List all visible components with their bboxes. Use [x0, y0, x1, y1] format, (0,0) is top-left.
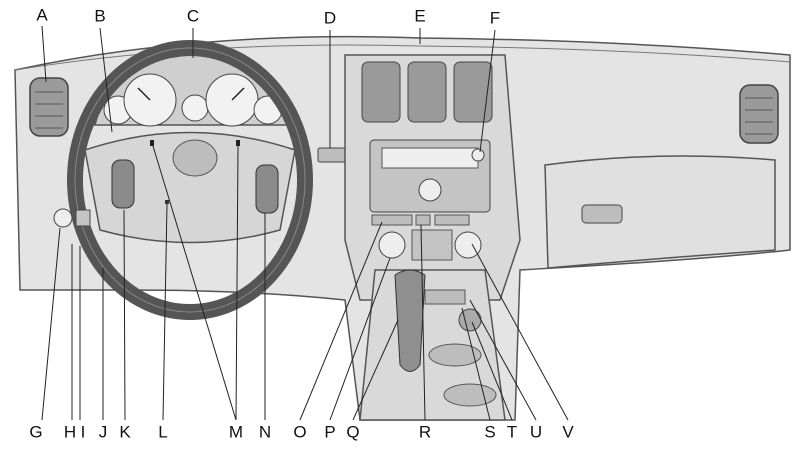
callout-r: R	[419, 422, 431, 441]
instrument-cluster	[94, 54, 292, 127]
callout-labels: A B C D E F G H I J K L M N O P Q R S T …	[29, 5, 574, 441]
right-air-vent	[739, 84, 779, 144]
center-console	[359, 269, 506, 421]
leader-u	[469, 299, 537, 421]
callout-g: G	[29, 422, 42, 441]
leader-s	[461, 307, 491, 421]
callout-a: A	[36, 5, 48, 24]
callout-t: T	[507, 422, 517, 441]
callout-d: D	[324, 8, 336, 27]
leader-l	[162, 203, 168, 421]
callout-i: I	[81, 422, 86, 441]
callout-f: F	[490, 8, 500, 27]
callout-j: J	[99, 422, 108, 441]
leader-p	[329, 257, 391, 421]
leader-q	[352, 319, 399, 421]
leader-m1	[152, 145, 237, 421]
leader-m2	[235, 145, 239, 421]
callout-p: P	[324, 422, 335, 441]
leader-k	[123, 209, 126, 421]
callout-u: U	[530, 422, 542, 441]
leader-r	[420, 224, 426, 421]
leader-o	[299, 221, 383, 421]
callout-b: B	[94, 6, 105, 25]
center-stack	[344, 54, 521, 301]
light-switch	[317, 147, 347, 163]
callout-n: N	[259, 422, 271, 441]
dashboard-top-edge	[14, 44, 791, 71]
callout-h: H	[64, 422, 76, 441]
button-lower-left	[75, 209, 91, 227]
callout-e: E	[414, 6, 425, 25]
leader-t	[471, 321, 513, 421]
callout-k: K	[119, 422, 131, 441]
leader-g	[41, 227, 61, 421]
left-air-vent	[29, 77, 69, 137]
leader-v	[471, 243, 569, 421]
leader-f	[479, 29, 496, 153]
leader-b	[99, 27, 113, 133]
callout-o: O	[293, 422, 306, 441]
knob-lower-left	[53, 208, 73, 228]
callout-m: M	[229, 422, 243, 441]
steering-wheel	[67, 40, 313, 320]
glove-box-handle	[581, 204, 623, 224]
glove-box	[544, 155, 776, 269]
callout-v: V	[562, 422, 574, 441]
callout-l: L	[158, 422, 167, 441]
callout-c: C	[187, 6, 199, 25]
leader-a	[41, 25, 47, 83]
leader-lines	[41, 25, 569, 421]
callout-s: S	[484, 422, 495, 441]
callout-q: Q	[346, 422, 359, 441]
